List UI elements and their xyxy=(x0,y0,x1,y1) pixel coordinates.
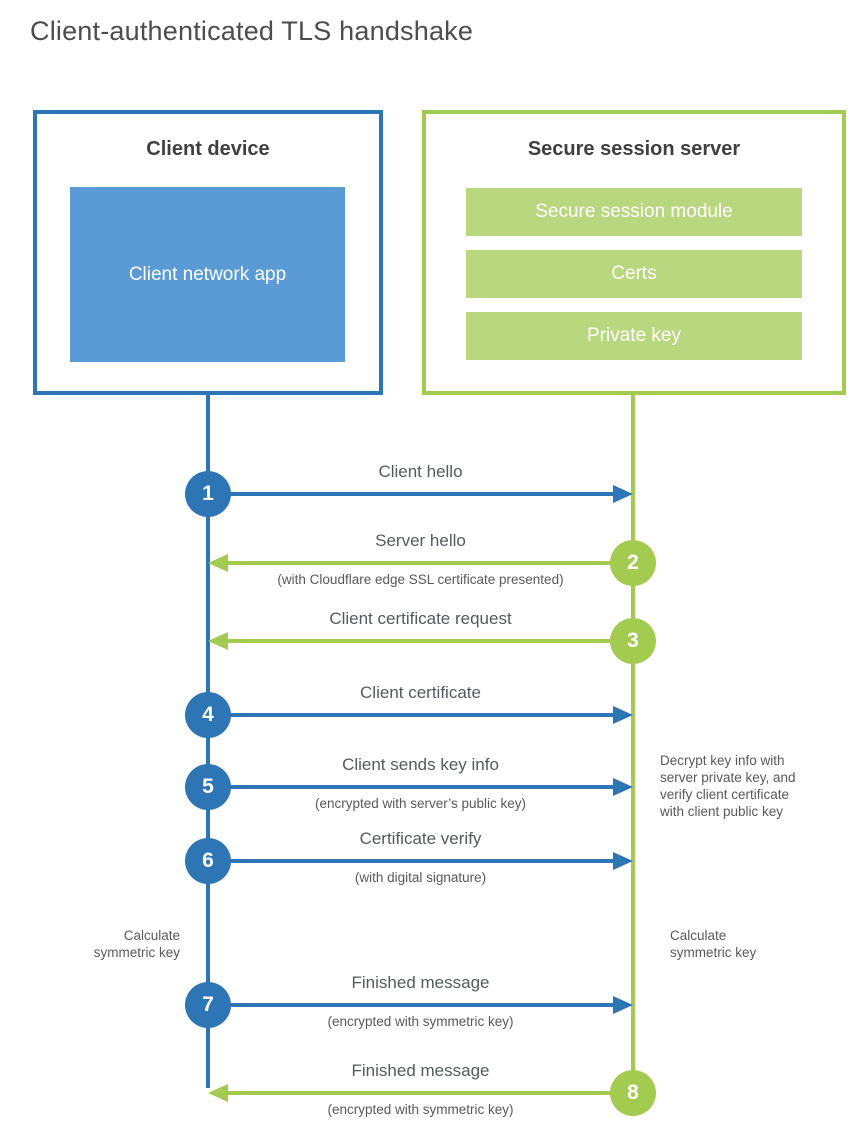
message-label-step-1: Client hello xyxy=(378,462,463,481)
client-network-app-box: Client network app xyxy=(70,187,345,362)
step-number-4: 4 xyxy=(185,692,231,738)
arrow-shaft xyxy=(208,492,621,496)
message-sublabel-step-2: (with Cloudflare edge SSL certificate pr… xyxy=(277,572,564,587)
message-label-step-4: Client certificate xyxy=(360,683,481,702)
decrypt-note-line: Decrypt key info with xyxy=(660,753,785,768)
decrypt-note-line: with client public key xyxy=(660,804,784,819)
server-module-private-key: Private key xyxy=(466,312,802,360)
arrow-shaft xyxy=(208,859,621,863)
server-lifeline xyxy=(631,393,635,1093)
message-sublabel-step-8: (encrypted with symmetric key) xyxy=(327,1102,514,1117)
arrow-right-icon xyxy=(613,778,633,796)
decrypt-note-line: verify client certificate xyxy=(660,787,790,802)
arrow-right-icon xyxy=(613,996,633,1014)
calc-line: symmetric key xyxy=(93,945,180,960)
client-network-app-label: Client network app xyxy=(128,263,287,285)
step-number-6: 6 xyxy=(185,838,231,884)
step-number-5: 5 xyxy=(185,764,231,810)
arrow-step-2 xyxy=(208,554,633,572)
decrypt-note-line: server private key, and xyxy=(660,770,796,785)
server-module-certs: Certs xyxy=(466,250,802,298)
page-title: Client-authenticated TLS handshake xyxy=(30,16,474,46)
arrow-right-icon xyxy=(613,485,633,503)
server-module-label: Secure session module xyxy=(535,201,733,222)
step-number-2: 2 xyxy=(610,540,656,586)
calc-line: symmetric key xyxy=(670,945,757,960)
secure-session-server-title: Secure session server xyxy=(527,138,741,160)
arrow-step-5 xyxy=(208,778,633,796)
arrow-right-icon xyxy=(613,852,633,870)
step-number-3: 3 xyxy=(610,618,656,664)
arrow-step-1 xyxy=(208,485,633,503)
arrow-step-3 xyxy=(208,632,633,650)
decrypt-note: Decrypt key info with server private key… xyxy=(660,752,840,820)
message-label-step-6: Certificate verify xyxy=(359,829,482,848)
calc-symmetric-key-client: Calculate symmetric key xyxy=(30,927,180,961)
server-module-label: Private key xyxy=(587,325,681,346)
arrow-step-6 xyxy=(208,852,633,870)
calc-line: Calculate xyxy=(670,928,727,943)
arrow-shaft xyxy=(208,1003,621,1007)
message-label-step-2: Server hello xyxy=(375,531,466,550)
calc-symmetric-key-server: Calculate symmetric key xyxy=(670,927,800,961)
server-module-label: Certs xyxy=(611,263,657,284)
message-sublabel-step-5: (encrypted with server’s public key) xyxy=(314,796,527,811)
message-label-step-7: Finished message xyxy=(351,973,490,992)
arrow-shaft xyxy=(220,1091,633,1095)
arrow-shaft xyxy=(220,639,633,643)
arrow-shaft xyxy=(220,561,633,565)
arrow-step-7 xyxy=(208,996,633,1014)
arrow-left-icon xyxy=(208,1084,228,1102)
client-device-box: Client device Client network app xyxy=(33,110,383,395)
arrow-left-icon xyxy=(208,632,228,650)
arrow-shaft xyxy=(208,713,621,717)
secure-session-server-box: Secure session server Secure session mod… xyxy=(422,110,846,395)
message-sublabel-step-7: (encrypted with symmetric key) xyxy=(327,1014,514,1029)
arrow-left-icon xyxy=(208,554,228,572)
message-label-step-8: Finished message xyxy=(351,1061,490,1080)
message-sublabel-step-6: (with digital signature) xyxy=(354,870,487,885)
step-number-8: 8 xyxy=(610,1070,656,1116)
step-number-7: 7 xyxy=(185,982,231,1028)
server-module-secure-session-module: Secure session module xyxy=(466,188,802,236)
calc-line: Calculate xyxy=(123,928,180,943)
arrow-step-4 xyxy=(208,706,633,724)
message-label-step-5: Client sends key info xyxy=(342,755,499,774)
client-device-title: Client device xyxy=(146,138,270,160)
client-lifeline xyxy=(206,393,210,1088)
arrow-step-8 xyxy=(208,1084,633,1102)
arrow-shaft xyxy=(208,785,621,789)
message-label-step-3: Client certificate request xyxy=(329,609,512,628)
arrow-right-icon xyxy=(613,706,633,724)
step-number-1: 1 xyxy=(185,471,231,517)
